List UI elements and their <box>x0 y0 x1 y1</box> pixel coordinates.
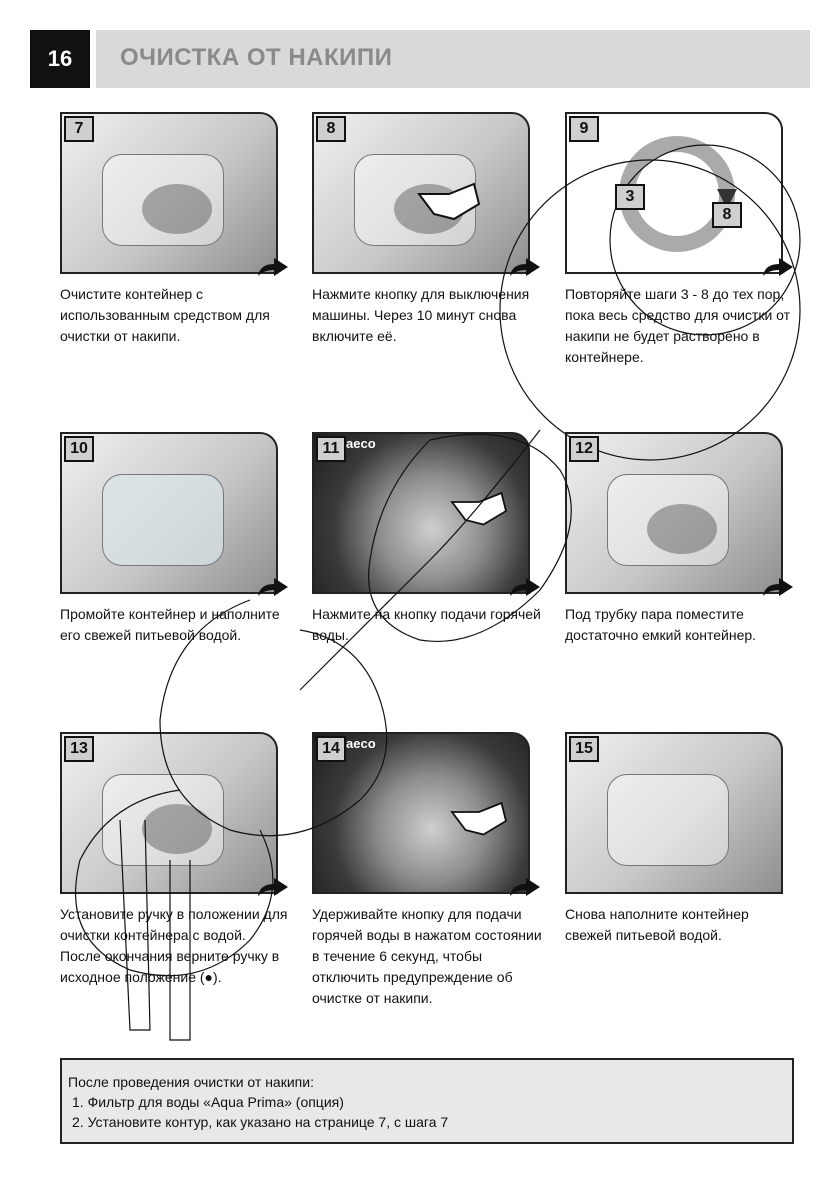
brand-fragment: aeco <box>346 736 376 751</box>
step-caption: Очистите контейнер с использованным сред… <box>60 286 270 344</box>
pressing-hand-icon <box>450 801 508 836</box>
step-8-photo: 8 <box>312 112 530 274</box>
step-7-photo: 7 <box>60 112 278 274</box>
next-arrow-icon <box>763 578 793 596</box>
step-14: 14 aeco Удерживайте кнопку для подачи го… <box>312 732 542 1009</box>
step-caption: Снова наполните контейнер свежей питьево… <box>565 906 749 943</box>
step-number: 15 <box>569 736 599 762</box>
next-arrow-icon <box>258 578 288 596</box>
loop-end-label: 8 <box>712 202 742 228</box>
step-number: 7 <box>64 116 94 142</box>
step-8: 8 Нажмите кнопку для выключения машины. … <box>312 112 542 347</box>
step-12-photo: 12 <box>565 432 783 594</box>
next-arrow-icon <box>258 258 288 276</box>
step-10-photo: 10 <box>60 432 278 594</box>
next-arrow-icon <box>510 878 540 896</box>
step-number: 11 <box>316 436 346 462</box>
step-7: 7 Очистите контейнер с использованным ср… <box>60 112 290 347</box>
step-number: 9 <box>569 116 599 142</box>
step-12: 12 Под трубку пара поместите достаточно … <box>565 432 795 646</box>
loop-start-label: 3 <box>615 184 645 210</box>
step-caption: Под трубку пара поместите достаточно емк… <box>565 606 757 643</box>
step-13-photo: 13 <box>60 732 278 894</box>
step-11-photo: 11 aeco <box>312 432 530 594</box>
step-number: 8 <box>316 116 346 142</box>
step-caption: Нажмите кнопку для выключения машины. Че… <box>312 286 530 344</box>
step-9: 9 3 8 Повторяйте шаги 3 - 8 до тех пор, … <box>565 112 795 368</box>
step-number: 13 <box>64 736 94 762</box>
next-arrow-icon <box>258 878 288 896</box>
page-number: 16 <box>30 30 90 88</box>
note-item: 2. Установите контур, как указано на стр… <box>72 1114 449 1130</box>
step-caption: Установите ручку в положении для очистки… <box>60 906 288 985</box>
step-11: 11 aeco Нажмите на кнопку подачи горячей… <box>312 432 542 646</box>
pressing-hand-icon <box>450 491 508 526</box>
next-arrow-icon <box>763 258 793 276</box>
step-caption: Промойте контейнер и наполните его свеже… <box>60 606 280 643</box>
post-descaling-note: После проведения очистки от накипи: 1. Ф… <box>60 1058 794 1144</box>
next-arrow-icon <box>510 258 540 276</box>
step-number: 12 <box>569 436 599 462</box>
step-15: 15 Снова наполните контейнер свежей пить… <box>565 732 795 946</box>
header-bar <box>96 30 810 88</box>
brand-fragment: aeco <box>346 436 376 451</box>
step-number: 10 <box>64 436 94 462</box>
note-item: 1. Фильтр для воды «Aqua Prima» (опция) <box>72 1094 344 1110</box>
step-caption: Повторяйте шаги 3 - 8 до тех пор, пока в… <box>565 286 791 365</box>
page-title: ОЧИСТКА ОТ НАКИПИ <box>120 44 393 71</box>
step-10: 10 Промойте контейнер и наполните его св… <box>60 432 290 646</box>
note-intro: После проведения очистки от накипи: <box>68 1074 314 1090</box>
step-caption: Нажмите на кнопку подачи горячей воды. <box>312 606 541 643</box>
step-caption: Удерживайте кнопку для подачи горячей во… <box>312 906 542 1006</box>
pressing-hand-icon <box>417 182 481 221</box>
step-13: 13 Установите ручку в положении для очис… <box>60 732 290 988</box>
step-9-photo: 9 3 8 <box>565 112 783 274</box>
next-arrow-icon <box>510 578 540 596</box>
step-number: 14 <box>316 736 346 762</box>
step-15-photo: 15 <box>565 732 783 894</box>
step-14-photo: 14 aeco <box>312 732 530 894</box>
